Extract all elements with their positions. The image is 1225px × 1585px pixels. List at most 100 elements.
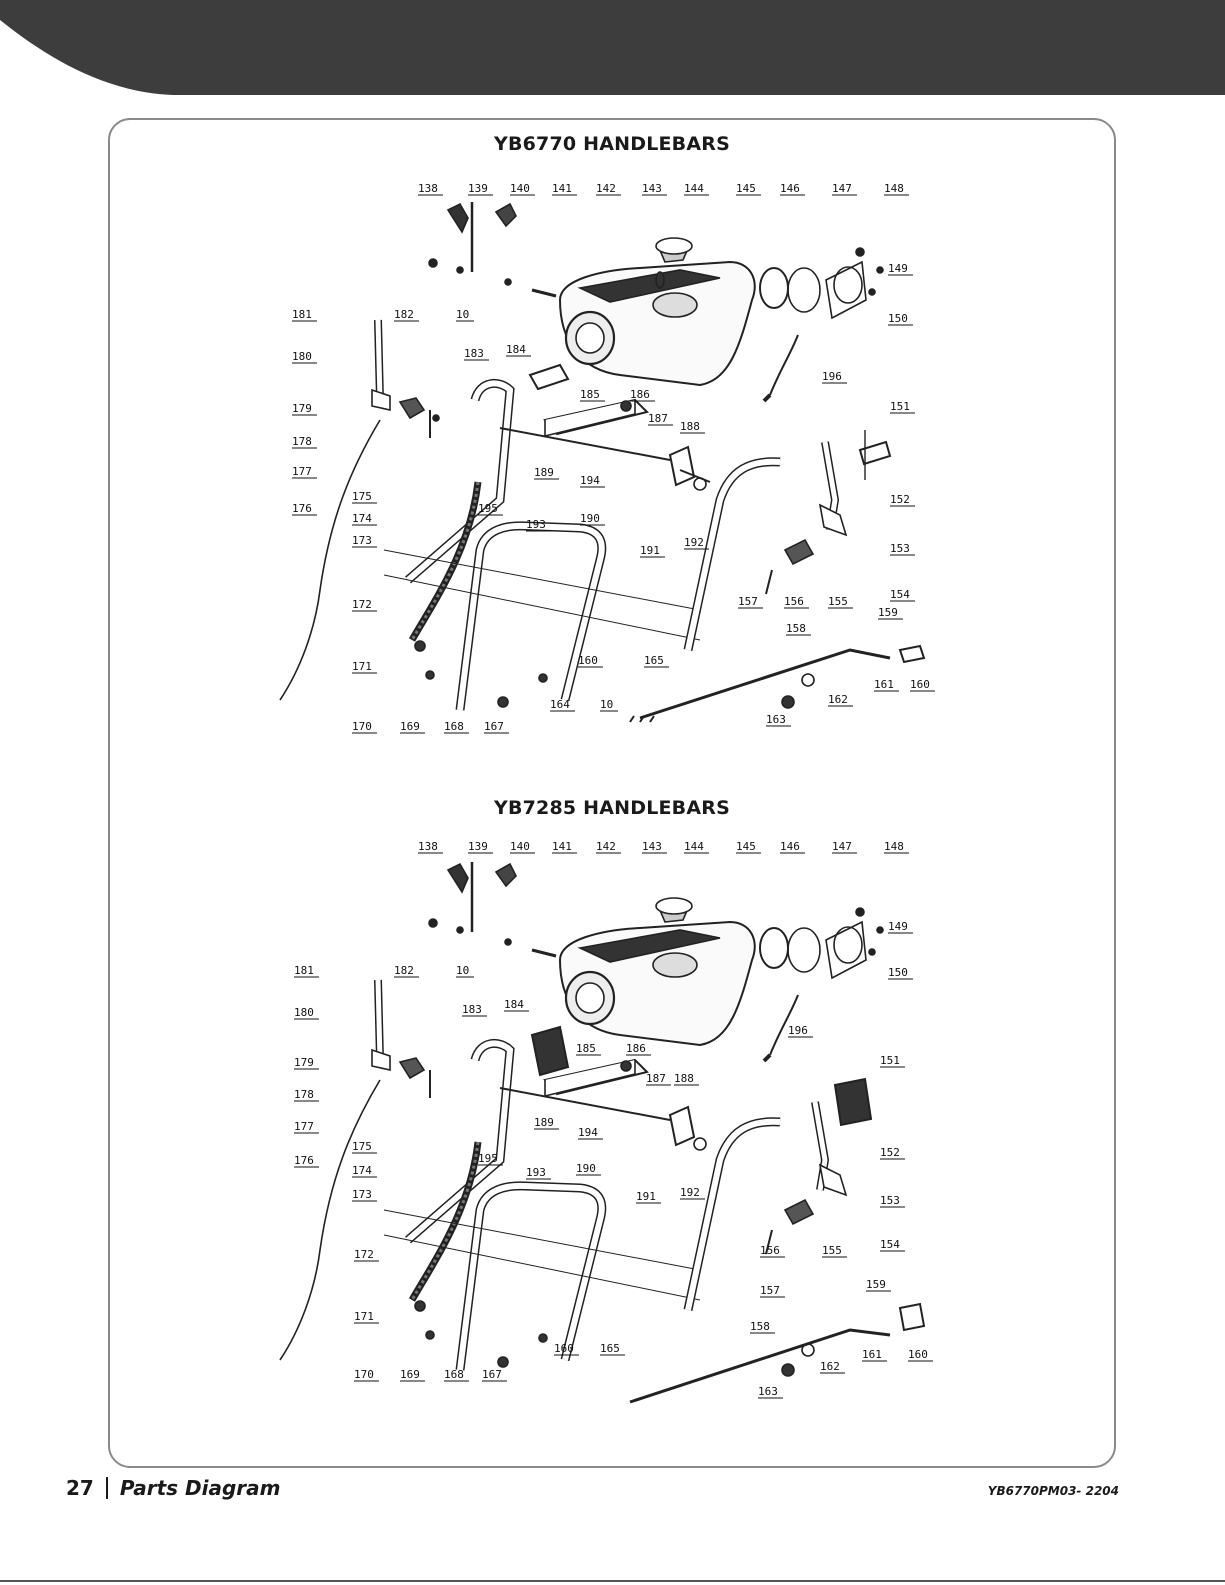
part-callout-190: 190	[576, 1162, 596, 1175]
part-callout-182: 182	[394, 308, 414, 321]
part-callout-187: 187	[648, 412, 668, 425]
part-callout-193: 193	[526, 518, 546, 531]
part-callout-189: 189	[534, 466, 554, 479]
part-callout-183: 183	[464, 347, 484, 360]
part-callout-171: 171	[354, 1310, 374, 1323]
part-callout-162: 162	[820, 1360, 840, 1373]
part-callout-145: 145	[736, 840, 756, 853]
part-callout-149: 149	[888, 920, 908, 933]
part-callout-150: 150	[888, 966, 908, 979]
part-callout-159: 159	[866, 1278, 886, 1291]
part-callout-138: 138	[418, 182, 438, 195]
part-callout-194: 194	[578, 1126, 598, 1139]
part-callout-192: 192	[684, 536, 704, 549]
part-callout-164: 164	[550, 698, 570, 711]
part-callout-169: 169	[400, 720, 420, 733]
part-callout-178: 178	[294, 1088, 314, 1101]
diagram-title-yb7285: YB7285 HANDLEBARS	[493, 797, 730, 819]
part-callout-143: 143	[642, 840, 662, 853]
part-callout-196: 196	[788, 1024, 808, 1037]
part-callout-168: 168	[444, 720, 464, 733]
part-callout-152: 152	[880, 1146, 900, 1159]
part-callout-154: 154	[890, 588, 910, 601]
part-callout-194: 194	[580, 474, 600, 487]
bottom-rule	[0, 1580, 1225, 1582]
page-footer: 27 Parts Diagram	[66, 1476, 280, 1500]
part-callout-159: 159	[878, 606, 898, 619]
part-callout-174: 174	[352, 1164, 372, 1177]
part-callout-195: 195	[478, 1152, 498, 1165]
part-callout-173: 173	[352, 534, 372, 547]
part-callout-186: 186	[630, 388, 650, 401]
part-callout-189: 189	[534, 1116, 554, 1129]
part-callout-156: 156	[760, 1244, 780, 1257]
part-callout-143: 143	[642, 182, 662, 195]
part-callout-181: 181	[292, 308, 312, 321]
part-callout-139: 139	[468, 182, 488, 195]
part-callout-188: 188	[680, 420, 700, 433]
part-callout-160: 160	[910, 678, 930, 691]
part-callout-140: 140	[510, 840, 530, 853]
part-callout-173: 173	[352, 1188, 372, 1201]
part-callout-142: 142	[596, 840, 616, 853]
part-callout-155: 155	[828, 595, 848, 608]
part-callout-161: 161	[862, 1348, 882, 1361]
part-callout-176: 176	[292, 502, 312, 515]
part-callout-196: 196	[822, 370, 842, 383]
part-callout-140: 140	[510, 182, 530, 195]
part-callout-191: 191	[640, 544, 660, 557]
part-callout-155: 155	[822, 1244, 842, 1257]
exploded-view-drawing	[279, 862, 926, 1404]
part-callout-157: 157	[760, 1284, 780, 1297]
page-number: 27	[66, 1476, 94, 1500]
part-callout-154: 154	[880, 1238, 900, 1251]
part-callout-178: 178	[292, 435, 312, 448]
part-callout-177: 177	[292, 465, 312, 478]
part-callout-142: 142	[596, 182, 616, 195]
part-callout-146: 146	[780, 182, 800, 195]
part-callout-152: 152	[890, 493, 910, 506]
section-title: Parts Diagram	[119, 1476, 281, 1500]
part-callout-149: 149	[888, 262, 908, 275]
part-callout-150: 150	[888, 312, 908, 325]
part-callout-171: 171	[352, 660, 372, 673]
part-callout-158: 158	[750, 1320, 770, 1333]
part-callout-139: 139	[468, 840, 488, 853]
part-callout-158: 158	[786, 622, 806, 635]
part-callout-157: 157	[738, 595, 758, 608]
diagram-frame	[108, 118, 1116, 1468]
part-callout-148: 148	[884, 182, 904, 195]
part-callout-185: 185	[580, 388, 600, 401]
part-callout-170: 170	[354, 1368, 374, 1381]
part-callout-161: 161	[874, 678, 894, 691]
diagram-title-yb6770: YB6770 HANDLEBARS	[493, 133, 730, 155]
exploded-view-drawing	[279, 202, 926, 723]
footer-divider	[105, 1477, 108, 1499]
part-callout-181: 181	[294, 964, 314, 977]
part-callout-144: 144	[684, 182, 704, 195]
part-callout-148: 148	[884, 840, 904, 853]
part-callout-163: 163	[758, 1385, 778, 1398]
part-callout-163: 163	[766, 713, 786, 726]
part-callout-177: 177	[294, 1120, 314, 1133]
part-callout-138: 138	[418, 840, 438, 853]
part-callout-167: 167	[482, 1368, 502, 1381]
part-callout-165: 165	[600, 1342, 620, 1355]
part-callout-162: 162	[828, 693, 848, 706]
part-callout-146: 146	[780, 840, 800, 853]
part-callout-184: 184	[506, 343, 526, 356]
part-callout-179: 179	[294, 1056, 314, 1069]
part-callout-153: 153	[890, 542, 910, 555]
part-callout-191: 191	[636, 1190, 656, 1203]
part-callout-193: 193	[526, 1166, 546, 1179]
part-callout-160: 160	[554, 1342, 574, 1355]
part-callout-167: 167	[484, 720, 504, 733]
part-callout-144: 144	[684, 840, 704, 853]
part-callout-170: 170	[352, 720, 372, 733]
header-band	[0, 0, 1225, 95]
part-callout-160: 160	[578, 654, 598, 667]
part-callout-180: 180	[294, 1006, 314, 1019]
